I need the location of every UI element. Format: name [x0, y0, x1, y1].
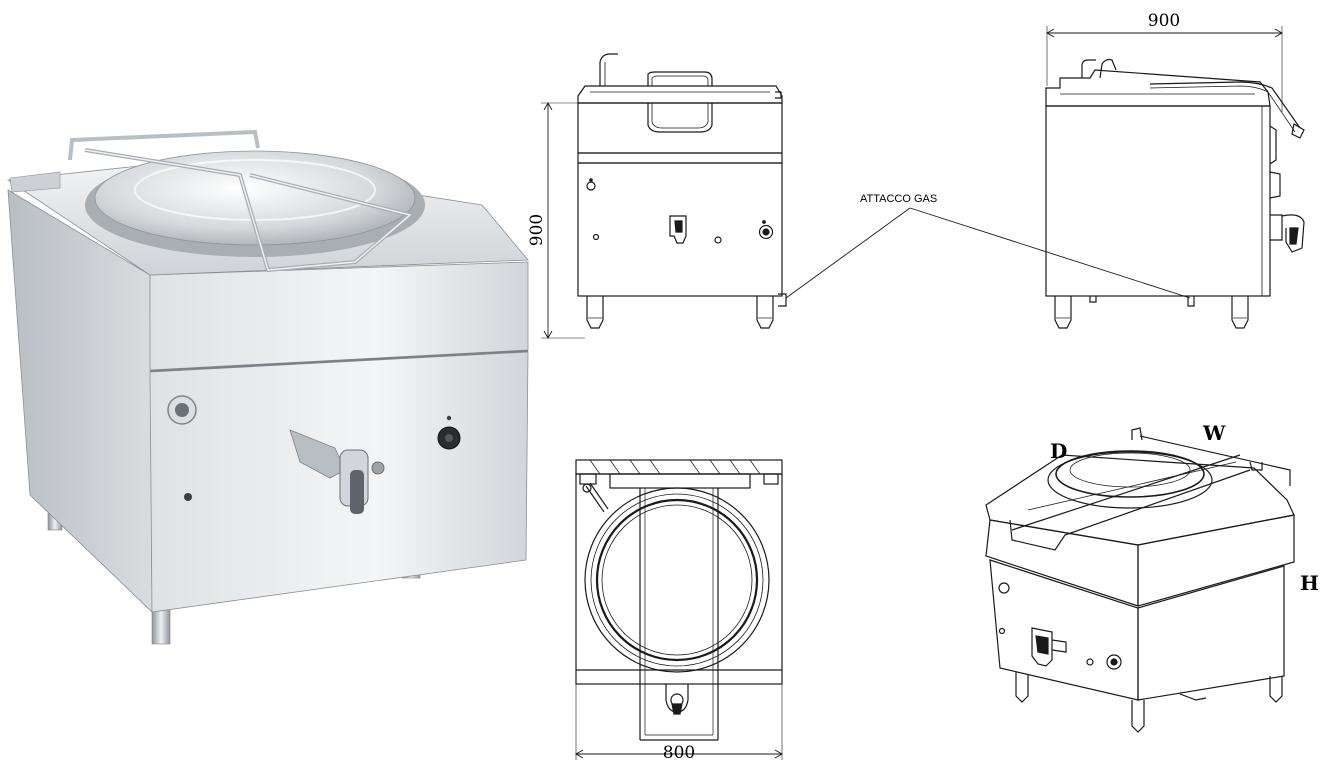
drain-tap-spout — [289, 429, 346, 479]
front-tap-icon — [669, 215, 687, 244]
lid — [94, 150, 416, 246]
iso-foot-right — [1269, 676, 1283, 703]
lid-hinge-bar — [68, 129, 260, 161]
front-hinge-handle-left — [599, 53, 618, 86]
front-lid-handle — [647, 103, 713, 133]
iso-height-label: H — [1300, 571, 1319, 595]
gas-leader-front — [785, 207, 911, 299]
front-foot-right — [756, 296, 774, 329]
side-foot-right — [1231, 296, 1249, 329]
iso-knob-icon — [1106, 654, 1122, 670]
iso-side-lower — [1137, 565, 1285, 701]
iso-side-upper — [1137, 514, 1295, 607]
iso-width-label: W — [1202, 421, 1226, 445]
iso-lid-handle — [1009, 469, 1251, 551]
front-view-drawing — [541, 53, 787, 339]
top-lid-handle-bars — [639, 488, 719, 740]
top-body-outline — [575, 473, 783, 685]
gas-connection-label: ATTACCO GAS — [860, 193, 937, 205]
top-hinge-block — [609, 473, 751, 489]
front-seam-band — [577, 152, 783, 164]
front-lid-handle-top — [647, 71, 713, 86]
gas-callout-leaders — [785, 207, 1191, 299]
front-gas-connector — [778, 293, 787, 307]
side-lid-handle — [1149, 81, 1301, 129]
front-top-rim — [577, 85, 783, 104]
control-knob-center — [445, 434, 453, 442]
ignition-hole-icon — [184, 493, 192, 501]
side-gas-connector — [1187, 296, 1195, 307]
iso-pot-rim — [1047, 451, 1213, 509]
front-knob-icon — [758, 224, 774, 240]
front-height-dimension: 900 — [527, 214, 547, 246]
front-lower-panel — [577, 162, 783, 297]
lid-handle-shine — [84, 149, 411, 271]
iso-top-surface — [985, 454, 1295, 546]
front-ignition-icon — [592, 233, 600, 241]
front-indicator-icon — [714, 236, 722, 244]
iso-foot-left — [1015, 672, 1029, 703]
gas-leader-side — [909, 207, 1191, 299]
iso-foot-front — [1131, 700, 1145, 733]
side-foot-left — [1054, 296, 1072, 329]
iso-front-upper — [985, 519, 1139, 607]
iso-tap-icon — [1031, 627, 1053, 667]
pilot-window-center — [175, 403, 189, 417]
side-hinge — [1081, 59, 1096, 78]
top-pot-lid — [595, 498, 759, 662]
front-seam — [149, 350, 529, 372]
iso-back-rail — [1139, 435, 1291, 486]
side-view-drawing — [1045, 26, 1305, 329]
body-front-upper — [149, 261, 529, 371]
iso-pot-lid — [1055, 450, 1205, 498]
drain-tap-handle — [350, 470, 364, 514]
iso-front-lower — [989, 559, 1139, 701]
iso-gas-connector — [1179, 693, 1207, 701]
iso-ignition-icon — [998, 627, 1006, 635]
product-photo — [6, 129, 529, 645]
side-width-dimension: 900 — [1148, 11, 1180, 31]
isometric-view-drawing — [985, 427, 1295, 733]
back-splash — [9, 171, 61, 193]
side-tap-icon — [1281, 214, 1305, 253]
iso-indicator-icon — [1086, 658, 1094, 666]
body-front-lower — [149, 351, 529, 613]
top-pot-outer-ring — [584, 487, 770, 673]
iso-depth-label: D — [1050, 439, 1067, 463]
front-foot-left — [586, 296, 604, 329]
drain-tap-knob — [371, 461, 385, 475]
side-tap-body — [1270, 214, 1283, 241]
side-body — [1045, 105, 1271, 297]
front-pilot-icon — [586, 181, 596, 191]
iso-pilot-icon — [998, 582, 1010, 594]
top-view-drawing — [575, 459, 783, 760]
knob-indicator — [446, 415, 452, 421]
top-valve-arm — [585, 482, 609, 513]
top-width-dimension: 800 — [663, 743, 695, 761]
